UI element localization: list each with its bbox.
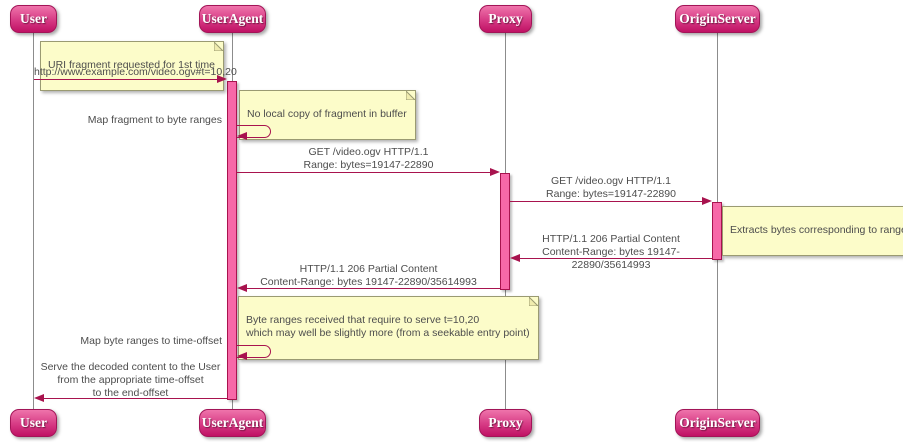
participant-proxy-bottom: Proxy xyxy=(479,409,532,437)
arrowhead xyxy=(237,132,247,140)
participant-label: User xyxy=(20,11,47,26)
participant-originserver-bottom: OriginServer xyxy=(675,409,760,437)
participant-originserver-top: OriginServer xyxy=(675,5,760,33)
note-fold-icon xyxy=(405,91,415,100)
message-206-proxy-ua-label: HTTP/1.1 206 Partial Content Content-Ran… xyxy=(260,263,477,288)
participant-user-bottom: User xyxy=(10,409,57,437)
arrowhead xyxy=(217,75,227,83)
message-get-ua-proxy-label: GET /video.ogv HTTP/1.1 Range: bytes=191… xyxy=(303,146,434,171)
participant-label: User xyxy=(20,415,47,430)
participant-label: OriginServer xyxy=(679,11,756,26)
self-message-loop xyxy=(237,345,271,358)
arrowhead xyxy=(490,168,500,176)
note-fold-icon xyxy=(528,297,538,306)
message-serve-content-label: Serve the decoded content to the User fr… xyxy=(40,361,221,399)
message-line xyxy=(34,79,218,80)
participant-label: Proxy xyxy=(488,415,523,430)
note-text: No local copy of fragment in buffer xyxy=(247,107,407,120)
message-get-proxy-origin-label: GET /video.ogv HTTP/1.1 Range: bytes=191… xyxy=(546,175,676,200)
participant-label: Proxy xyxy=(488,11,523,26)
note-text: Byte ranges received that require to ser… xyxy=(246,313,530,340)
participant-user-top: User xyxy=(10,5,57,33)
note-extracts-bytes: Extracts bytes corresponding to range xyxy=(722,206,903,256)
message-line xyxy=(510,201,702,202)
participant-label: UserAgent xyxy=(201,415,264,430)
message-line xyxy=(237,172,490,173)
participant-useragent-bottom: UserAgent xyxy=(199,409,266,437)
note-no-local-copy: No local copy of fragment in buffer xyxy=(239,90,416,140)
note-fold-icon xyxy=(213,42,223,51)
activation-originserver xyxy=(712,202,722,260)
message-map-fragment-label: Map fragment to byte ranges xyxy=(87,114,222,126)
arrowhead xyxy=(237,284,247,292)
message-line xyxy=(44,398,227,399)
note-byte-ranges-received: Byte ranges received that require to ser… xyxy=(238,296,539,360)
note-text: Extracts bytes corresponding to range xyxy=(730,223,903,236)
note-uri-fragment: URI fragment requested for 1st time xyxy=(40,41,224,91)
activation-useragent xyxy=(227,81,237,400)
self-message-loop xyxy=(237,125,271,138)
arrowhead xyxy=(510,254,520,262)
message-request-url-label: http://www.example.com/video.ogv#t=10,20 xyxy=(34,66,237,78)
message-map-byte-ranges-label: Map byte ranges to time-offset xyxy=(80,335,222,347)
lifeline-user xyxy=(33,33,34,409)
message-206-origin-proxy-label: HTTP/1.1 206 Partial Content Content-Ran… xyxy=(542,233,680,271)
participant-label: UserAgent xyxy=(201,11,264,26)
message-line xyxy=(247,288,500,289)
arrowhead xyxy=(702,197,712,205)
arrowhead xyxy=(34,394,44,402)
note-text: URI fragment requested for 1st time xyxy=(48,58,215,71)
participant-proxy-top: Proxy xyxy=(479,5,532,33)
participant-useragent-top: UserAgent xyxy=(199,5,266,33)
activation-proxy xyxy=(500,173,510,290)
participant-label: OriginServer xyxy=(679,415,756,430)
message-line xyxy=(520,258,712,259)
arrowhead xyxy=(237,352,247,360)
